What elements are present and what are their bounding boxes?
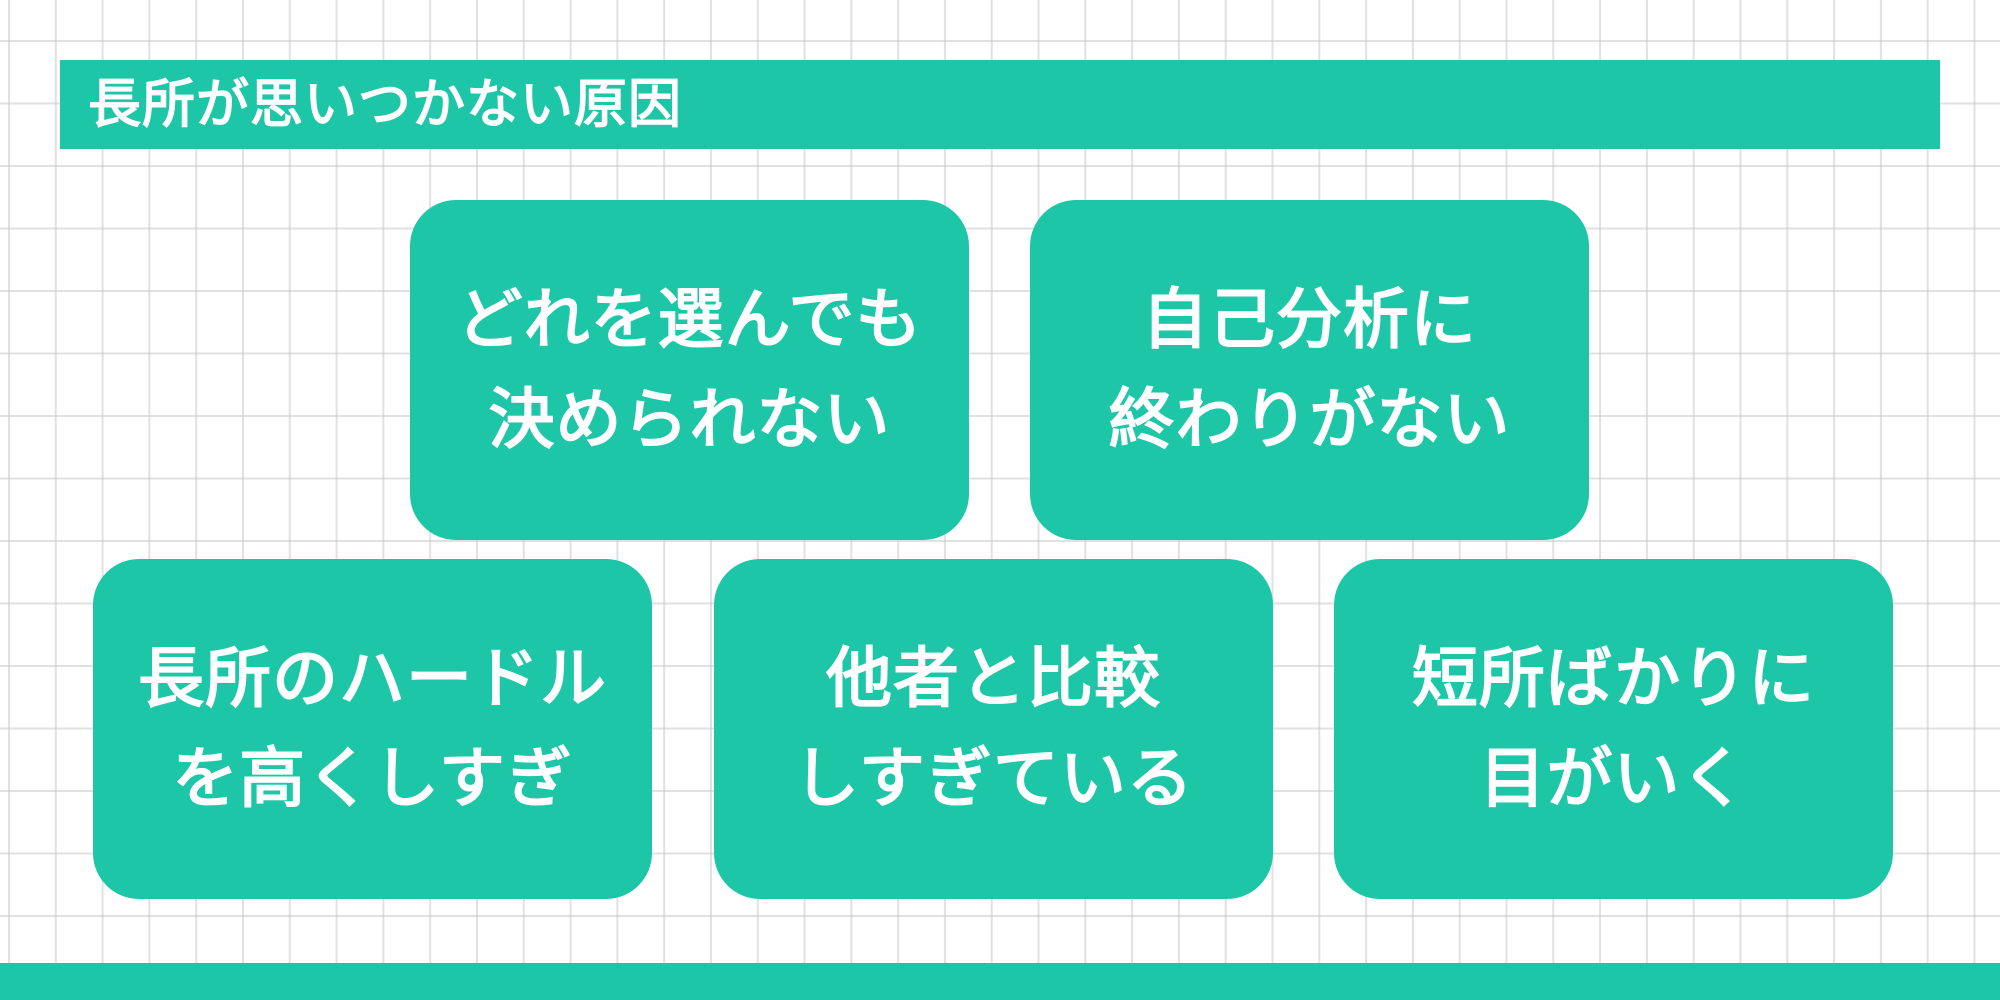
header-bar: 長所が思いつかない原因 <box>60 60 1940 149</box>
cause-card-focus-on-weaknesses: 短所ばかりに 目がいく <box>1334 559 1893 899</box>
card-line: 決められない <box>488 381 891 458</box>
card-line: 自己分析に <box>1142 281 1477 358</box>
card-line: を高くしすぎ <box>172 740 573 817</box>
footer-bar <box>0 963 2000 1000</box>
page-title: 長所が思いつかない原因 <box>88 74 682 135</box>
card-line: しすぎている <box>793 740 1194 817</box>
card-line: 終わりがない <box>1108 381 1511 458</box>
cause-card-comparing-others: 他者と比較 しすぎている <box>714 559 1273 899</box>
cause-card-endless-self-analysis: 自己分析に 終わりがない <box>1030 200 1589 540</box>
card-line: 長所のハードル <box>138 640 607 717</box>
cause-card-indecisive: どれを選んでも 決められない <box>410 200 969 540</box>
card-line: 他者と比較 <box>826 640 1161 717</box>
cause-card-high-bar: 長所のハードル を高くしすぎ <box>93 559 652 899</box>
card-line: 目がいく <box>1479 740 1748 817</box>
card-line: 短所ばかりに <box>1411 640 1816 717</box>
card-line: どれを選んでも <box>456 281 923 358</box>
